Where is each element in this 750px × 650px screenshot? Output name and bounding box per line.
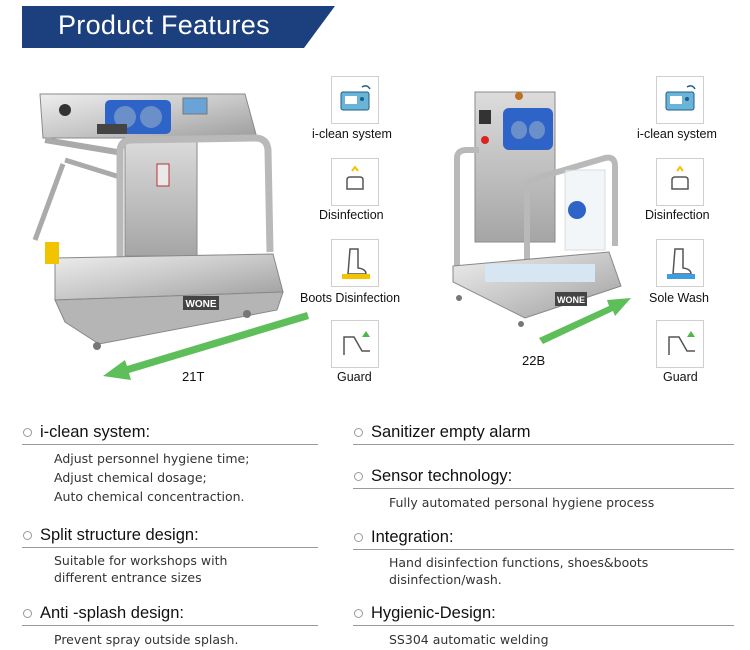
section-title-sensor: Sensor technology: <box>353 465 734 487</box>
model-label-22b: 22B <box>522 353 546 368</box>
section-divider <box>353 625 734 626</box>
brand-logo-22b: WONE <box>557 295 585 305</box>
section-integration: Integration: Hand disinfection functions… <box>353 526 734 588</box>
control-panel-icon <box>656 76 704 124</box>
section-title-splash: Anti -splash design: <box>22 602 318 624</box>
section-line: Fully automated personal hygiene process <box>389 495 655 510</box>
section-divider <box>353 549 734 550</box>
section-sensor: Sensor technology: Fully automated perso… <box>353 465 734 512</box>
section-title-split: Split structure design: <box>22 524 318 546</box>
section-title-hygienic: Hygienic-Design: <box>353 602 734 624</box>
model-label-21t: 21T <box>182 369 205 384</box>
turnstile-icon <box>656 320 704 368</box>
section-title-integration: Integration: <box>353 526 734 548</box>
control-panel-icon <box>331 76 379 124</box>
machine-22b-image: WONE <box>452 91 631 344</box>
section-iclean: i-clean system: Adjust personnel hygiene… <box>22 421 318 506</box>
feature-label-iclean-left: i-clean system <box>312 127 392 141</box>
boot-icon <box>656 239 704 287</box>
section-line: disinfection/wash. <box>389 572 502 587</box>
section-divider <box>22 444 318 445</box>
section-line: Adjust chemical dosage; <box>54 470 207 485</box>
feature-label-sole-wash: Sole Wash <box>649 291 709 305</box>
section-line: SS304 automatic welding <box>389 632 549 647</box>
feature-label-guard-right: Guard <box>663 370 698 384</box>
section-anti-splash: Anti -splash design: Prevent spray outsi… <box>22 602 318 649</box>
section-line: Adjust personnel hygiene time; <box>54 451 250 466</box>
feature-label-disinfection-left: Disinfection <box>319 208 384 222</box>
section-divider <box>353 488 734 489</box>
section-title-alarm: Sanitizer empty alarm <box>353 421 734 443</box>
section-line: Suitable for workshops with <box>54 553 228 568</box>
section-line: Auto chemical concentraction. <box>54 489 245 504</box>
boot-icon <box>331 239 379 287</box>
section-line: Prevent spray outside splash. <box>54 632 239 647</box>
title-banner <box>22 6 335 48</box>
hand-spray-icon <box>331 158 379 206</box>
section-hygienic-design: Hygienic-Design: SS304 automatic welding <box>353 602 734 649</box>
section-title-iclean: i-clean system: <box>22 421 318 443</box>
feature-label-guard-left: Guard <box>337 370 372 384</box>
brand-logo-21t: WONE <box>185 299 216 310</box>
section-sanitizer-alarm: Sanitizer empty alarm <box>353 421 734 445</box>
page-title: Product Features <box>58 10 270 40</box>
section-line: different entrance sizes <box>54 570 202 585</box>
hand-spray-icon <box>656 158 704 206</box>
section-line: Hand disinfection functions, shoes&boots <box>389 555 649 570</box>
section-divider <box>353 444 734 445</box>
section-divider <box>22 547 318 548</box>
machine-21t-image: WONE <box>32 93 309 380</box>
feature-label-iclean-right: i-clean system <box>637 127 717 141</box>
feature-label-boots-disinfection: Boots Disinfection <box>300 291 401 305</box>
section-split-structure: Split structure design: Suitable for wor… <box>22 524 318 586</box>
turnstile-icon <box>331 320 379 368</box>
section-divider <box>22 625 318 626</box>
feature-label-disinfection-right: Disinfection <box>645 208 710 222</box>
